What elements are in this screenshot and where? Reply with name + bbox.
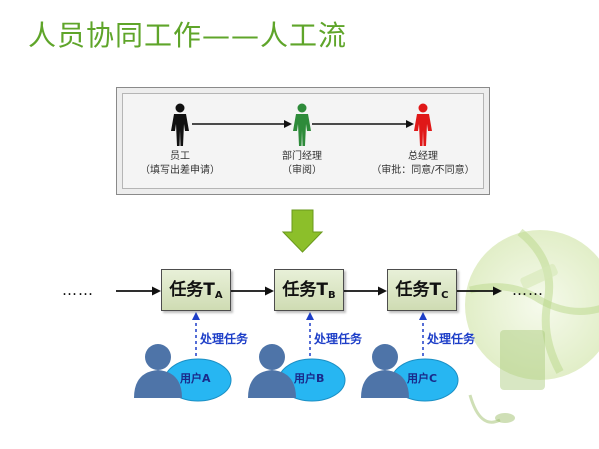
task-b-label: 任务T (282, 280, 328, 300)
process-label-b: 处理任务 (314, 332, 363, 346)
general-manager-person-icon (414, 103, 432, 146)
employee-person-icon (171, 103, 189, 146)
role-dept-manager-note: （审阅） (282, 165, 322, 176)
user-c-label: 用户C (407, 372, 438, 385)
task-c-label: 任务T (395, 280, 442, 300)
role-employee: 员工 (150, 150, 210, 164)
user-c-icon (361, 344, 459, 402)
flow-arrow-2-head (406, 120, 414, 128)
user-a-icon (134, 344, 232, 402)
task-b-sub: B (327, 290, 336, 301)
dotted-connector-b (306, 312, 314, 362)
task-arrow-bc-head (378, 286, 387, 296)
role-employee-name: 员工 (170, 151, 190, 162)
task-arrow-ab-head (265, 286, 274, 296)
ellipsis-left: …… (62, 281, 94, 299)
role-employee-note: （填写出差申请） (140, 165, 220, 176)
role-dept-manager: 部门经理 (272, 150, 332, 164)
user-b-label: 用户B (294, 372, 325, 385)
user-a-label: 用户A (180, 372, 211, 385)
task-a-label: 任务T (169, 280, 215, 300)
dotted-connector-c (419, 312, 427, 362)
process-label-c: 处理任务 (427, 332, 476, 346)
role-general-manager-note: （审批：同意/不同意） (371, 165, 475, 176)
page-title: 人员协同工作——人工流 (28, 19, 348, 52)
task-c-sub: C (441, 290, 449, 301)
task-b-box: 任务TB (274, 269, 344, 311)
flow-arrow-1-head (284, 120, 292, 128)
task-a-box: 任务TA (161, 269, 231, 311)
ellipsis-right: …… (512, 281, 544, 299)
user-b-icon (248, 344, 346, 402)
role-general-manager: 总经理 (393, 150, 453, 164)
dept-manager-person-icon (293, 103, 311, 146)
process-label-a: 处理任务 (200, 332, 249, 346)
down-arrow (281, 209, 324, 253)
dotted-connector-a (192, 312, 200, 362)
task-c-box: 任务TC (387, 269, 457, 311)
task-arrow-in-head (152, 286, 161, 296)
task-a-sub: A (214, 290, 223, 301)
role-dept-manager-name: 部门经理 (282, 151, 322, 162)
task-arrow-out-head (493, 286, 502, 296)
role-general-manager-name: 总经理 (408, 151, 438, 162)
